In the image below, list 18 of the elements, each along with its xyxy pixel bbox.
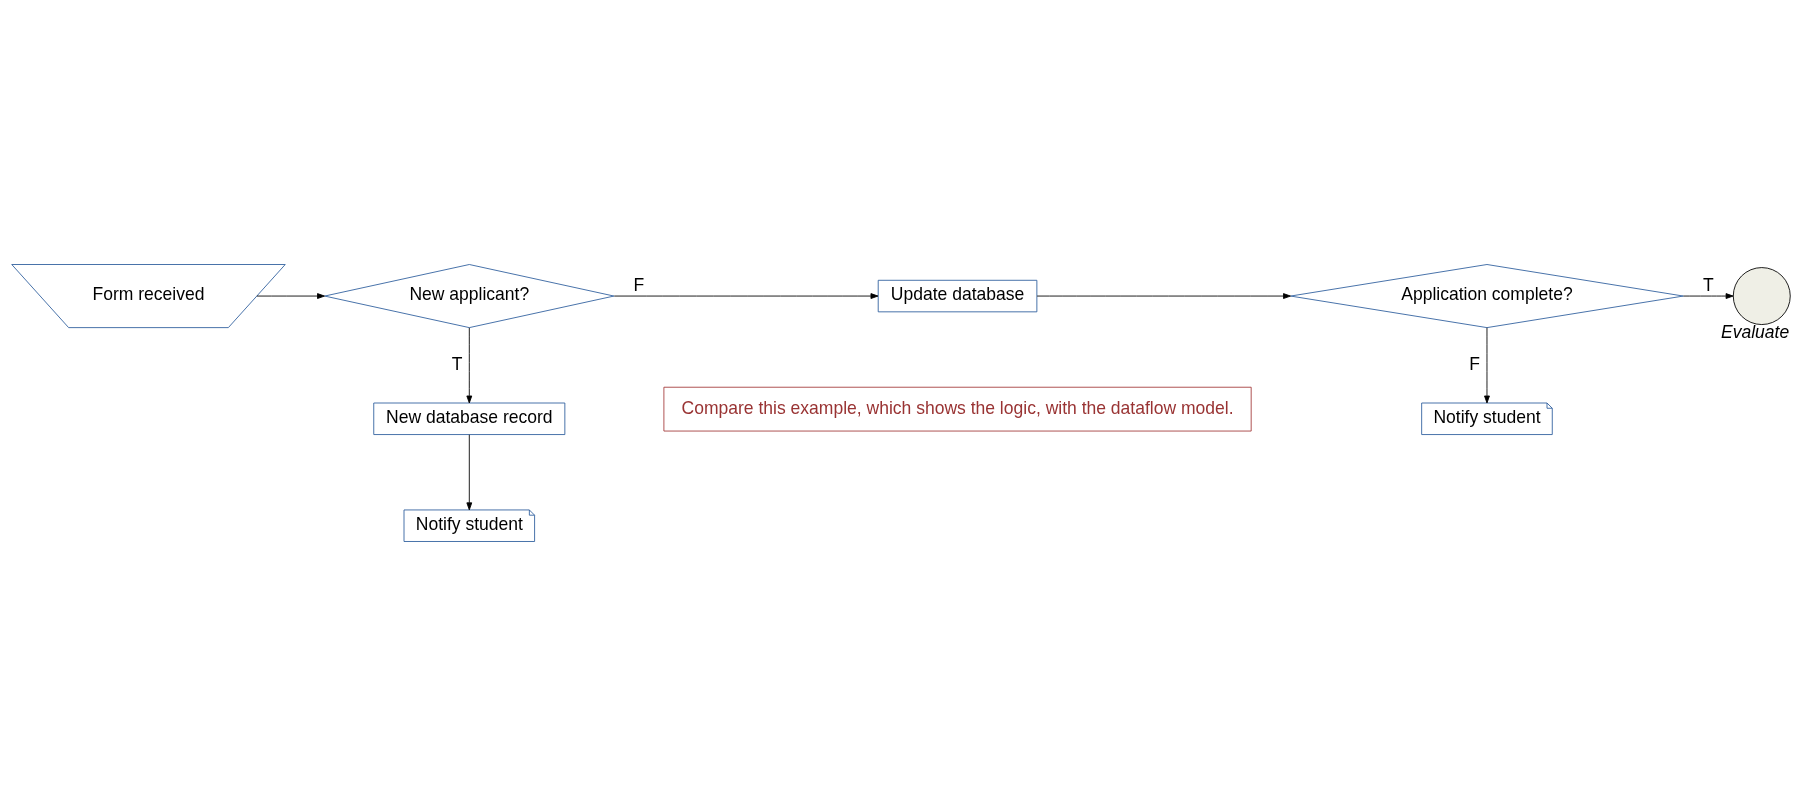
node-box: Update database xyxy=(877,279,1038,313)
node-label: Evaluate xyxy=(1721,321,1790,342)
node-diamond: Application complete? xyxy=(1290,264,1684,329)
arrow xyxy=(1484,327,1490,404)
edge-label: F xyxy=(633,274,645,295)
edge-label: T xyxy=(1702,274,1714,295)
node-circle xyxy=(1732,267,1791,325)
arrow xyxy=(256,293,325,299)
node-box: New database record xyxy=(373,402,566,435)
edge-label: F xyxy=(1469,353,1481,374)
arrow xyxy=(613,293,879,299)
arrow xyxy=(466,434,473,511)
arrow xyxy=(466,327,473,404)
arrow xyxy=(1036,293,1291,299)
node-diamond: New applicant? xyxy=(324,264,615,329)
node-box: Compare this example, which shows the logic, with the dataflow model. xyxy=(663,386,1252,432)
arrow xyxy=(1682,293,1734,299)
edge-label: T xyxy=(451,353,463,374)
